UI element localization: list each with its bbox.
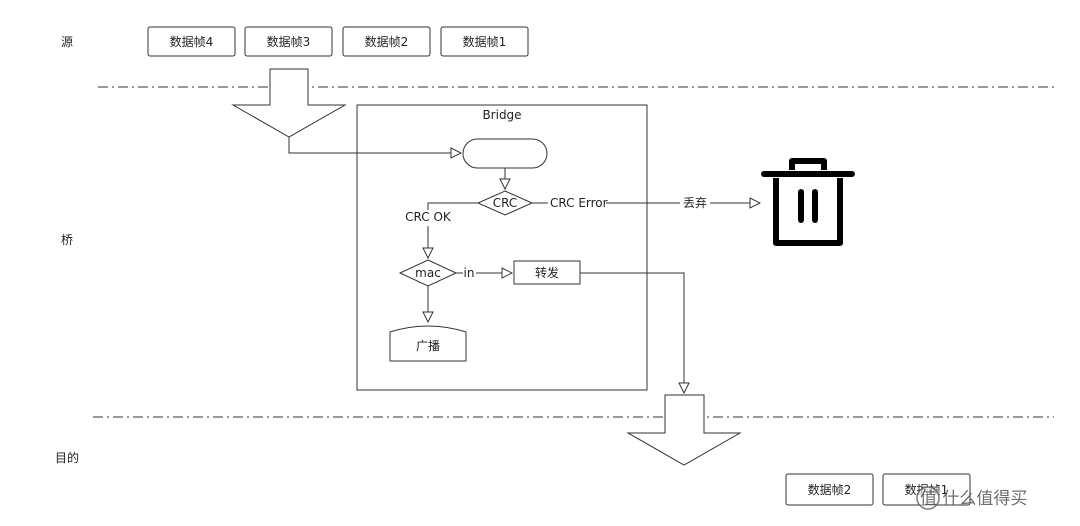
crc-ok-label: CRC OK bbox=[405, 210, 452, 224]
mac-label: mac bbox=[415, 266, 441, 280]
connector-to-entry bbox=[288, 137, 461, 153]
discard-label: 丢弃 bbox=[683, 195, 707, 210]
connector-crc-ok bbox=[427, 202, 478, 210]
crc-label: CRC bbox=[493, 196, 518, 210]
svg-text:值 什么值得买: 值 什么值得买 bbox=[920, 489, 1027, 509]
entry-terminal bbox=[462, 138, 548, 169]
in-label: in bbox=[464, 266, 475, 280]
svg-text:数据帧3: 数据帧3 bbox=[267, 34, 311, 49]
source-frame: 数据帧2 bbox=[342, 26, 431, 57]
source-frame: 数据帧1 bbox=[440, 26, 529, 57]
outgoing-block-arrow bbox=[626, 394, 742, 466]
svg-text:数据帧4: 数据帧4 bbox=[170, 34, 214, 49]
connector-forward-to-destination bbox=[580, 272, 684, 393]
crc-decision bbox=[476, 190, 534, 216]
zone-label-destination: 目的 bbox=[55, 450, 79, 465]
zone-label-source: 源 bbox=[61, 35, 73, 49]
source-frame: 数据帧3 bbox=[244, 26, 333, 57]
broadcast-label: 广播 bbox=[416, 339, 440, 353]
source-frame: 数据帧4 bbox=[147, 26, 236, 57]
crc-error-label: CRC Error bbox=[550, 196, 608, 210]
trash-icon bbox=[761, 158, 855, 246]
zone-label-bridge: 桥 bbox=[61, 233, 73, 247]
svg-text:数据帧2: 数据帧2 bbox=[808, 482, 852, 497]
svg-text:数据帧2: 数据帧2 bbox=[365, 34, 409, 49]
bridge-title: Bridge bbox=[482, 108, 521, 122]
incoming-block-arrow bbox=[231, 68, 347, 138]
svg-text:数据帧1: 数据帧1 bbox=[463, 34, 507, 49]
destination-frame: 数据帧2 bbox=[785, 473, 874, 506]
forward-label: 转发 bbox=[535, 265, 559, 280]
watermark: 值 什么值得买 bbox=[916, 486, 1027, 510]
broadcast-node bbox=[389, 325, 467, 362]
